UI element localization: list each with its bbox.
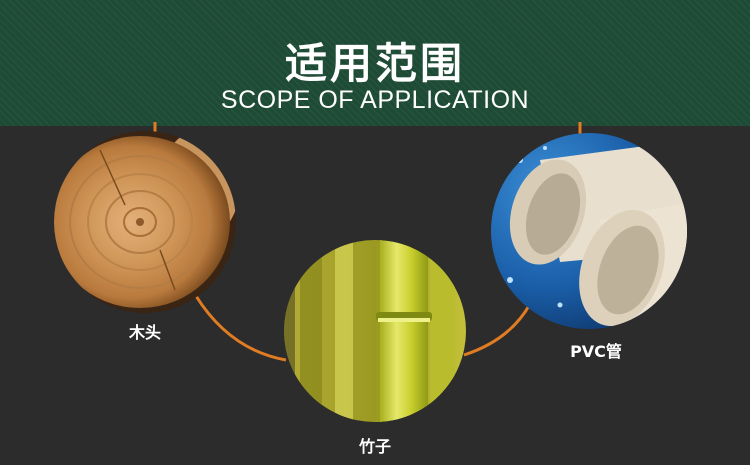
page-subtitle: SCOPE OF APPLICATION <box>220 86 530 114</box>
pvc-pipe-image <box>491 133 687 329</box>
wood-image <box>54 131 236 313</box>
label-pvc: PVC管 <box>570 342 622 361</box>
header-banner: 适用范围 SCOPE OF APPLICATION <box>0 0 750 126</box>
page-title: 适用范围 <box>284 39 465 88</box>
label-bamboo: 竹子 <box>358 437 391 456</box>
label-wood: 木头 <box>128 323 161 342</box>
connector-lines <box>153 122 582 362</box>
bamboo-image <box>284 240 466 422</box>
